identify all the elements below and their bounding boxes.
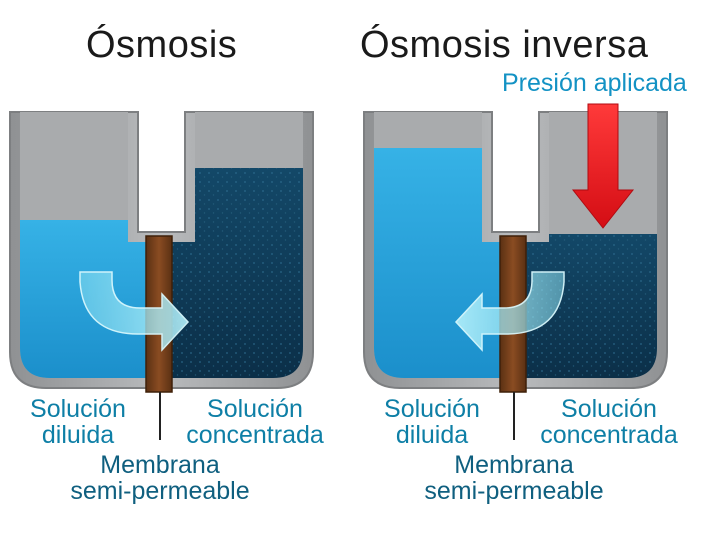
osmosis-title: Ósmosis <box>86 24 238 66</box>
reverse-membrane-line2: semi-permeable <box>424 477 604 505</box>
reverse-dilute-line2: diluida <box>395 421 469 449</box>
osmosis-dilute-line2: diluida <box>41 421 115 449</box>
osmosis-membrane-line1: Membrana <box>100 451 220 479</box>
osmosis-dilute-line1: Solución <box>30 395 126 423</box>
pressure-label: Presión aplicada <box>502 69 687 97</box>
osmosis-membrane-line2: semi-permeable <box>70 477 250 505</box>
reverse-dilute-label: Solución diluida <box>368 396 496 448</box>
reverse-concentrated-texture <box>517 234 657 378</box>
pressure-arrow-icon <box>571 103 635 229</box>
reverse-concentrated-label: Solución concentrada <box>534 396 684 448</box>
osmosis-flow-arrow <box>79 271 190 352</box>
osmosis-concentrated-label: Solución concentrada <box>180 396 330 448</box>
reverse-concentrated-line1: Solución <box>561 395 657 423</box>
reverse-osmosis-panel <box>363 103 668 440</box>
reverse-membrane-line1: Membrana <box>454 451 574 479</box>
osmosis-concentrated-line1: Solución <box>207 395 303 423</box>
reverse-concentrated-line2: concentrada <box>540 421 678 449</box>
reverse-dilute-line1: Solución <box>384 395 480 423</box>
reverse-flow-arrow <box>454 271 565 352</box>
reverse-osmosis-title: Ósmosis inversa <box>360 24 649 66</box>
osmosis-dilute-label: Solución diluida <box>14 396 142 448</box>
reverse-membrane-label: Membrana semi-permeable <box>394 452 634 504</box>
osmosis-membrane-label: Membrana semi-permeable <box>40 452 280 504</box>
osmosis-panel <box>9 111 314 440</box>
osmosis-concentrated-line2: concentrada <box>186 421 324 449</box>
osmosis-concentrated-texture <box>163 168 303 378</box>
